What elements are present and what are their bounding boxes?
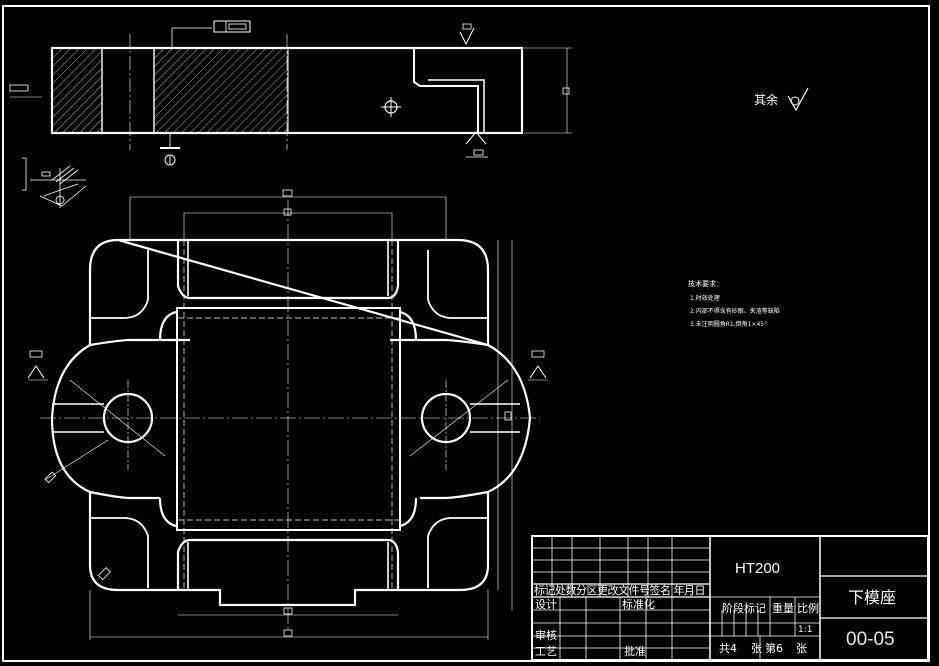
sheet-number: 第6 [765, 642, 783, 655]
plan-view [40, 200, 540, 630]
design-label: 设计 [535, 598, 557, 611]
drawing-border [2, 5, 930, 662]
section-view [9, 20, 572, 166]
tech-req-title: 技术要求： [688, 280, 723, 288]
tech-req-item: 1.时效处理 [690, 295, 720, 302]
drawing-number: 00-05 [846, 629, 895, 650]
tech-req-item: 2.内部不得含有砂眼、夹渣等缺陷 [690, 308, 780, 315]
sheet-label: 张 [751, 642, 762, 655]
material-label: HT200 [735, 560, 781, 577]
revision-header: 标记处数分区更改文件号签名 年月日 [534, 584, 706, 597]
angle-detail [22, 157, 87, 208]
roughness-rest-label: 其余 [754, 93, 779, 107]
weight-label: 重量 [772, 602, 794, 615]
approve-label: 批准 [624, 645, 646, 658]
plan-dimensions [27, 189, 548, 640]
title-block-grid [531, 535, 929, 661]
tech-req-item: 3.未注明圆角R1,倒角1×45° [690, 321, 768, 328]
scale-label: 比例 [797, 602, 819, 615]
part-name: 下模座 [848, 588, 897, 607]
total-sheets: 共4 [719, 642, 737, 655]
scale-value: 1:1 [798, 625, 813, 635]
standardization-label: 标准化 [622, 598, 655, 611]
process-label: 工艺 [535, 645, 557, 658]
sheet-label-2: 张 [796, 642, 807, 655]
review-label: 审核 [535, 629, 557, 642]
stage-mark-label: 阶段标记 [722, 602, 766, 615]
